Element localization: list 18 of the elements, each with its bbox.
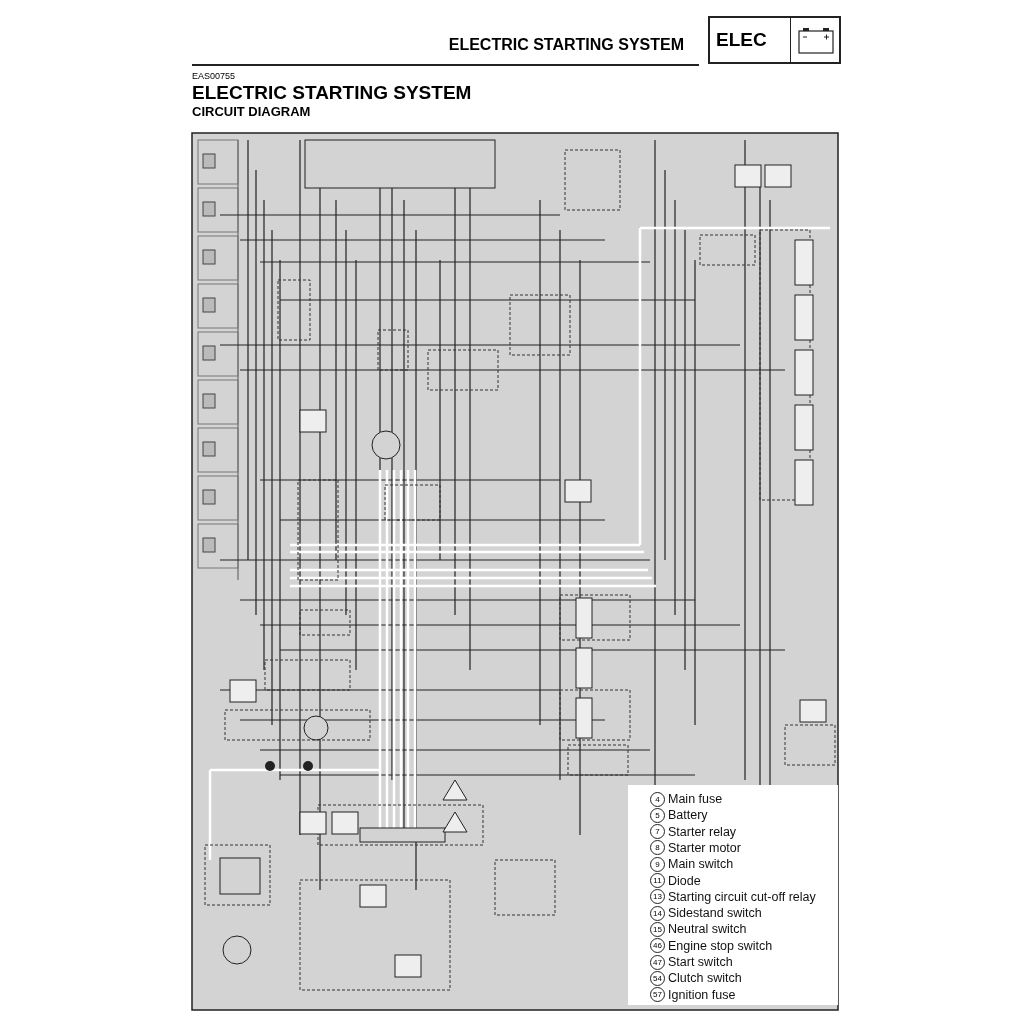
page-title: ELECTRIC STARTING SYSTEM <box>192 82 472 104</box>
part-name: Engine stop switch <box>668 938 773 953</box>
part-name: Main fuse <box>668 792 723 806</box>
part-name: Starter relay <box>668 824 737 839</box>
part-name: Sidestand switch <box>668 906 762 921</box>
part-name: Starter motor <box>668 840 741 855</box>
subtitle: CIRCUIT DIAGRAM <box>192 104 311 119</box>
part-name: Battery <box>668 808 708 823</box>
section-code: EAS00755 <box>192 71 236 81</box>
part-name: Main switch <box>668 857 734 872</box>
part-name: Ignition fuse <box>668 987 736 1002</box>
part-name: Diode <box>668 873 701 888</box>
part-name: Starting circuit cut-off relay <box>668 889 816 904</box>
part-name: Start switch <box>668 955 733 969</box>
running-header: ELECTRIC STARTING SYSTEM <box>447 36 684 54</box>
part-name: Clutch switch <box>668 971 742 986</box>
part-name: Neutral switch <box>668 922 747 937</box>
section-code: ELEC <box>716 29 767 51</box>
